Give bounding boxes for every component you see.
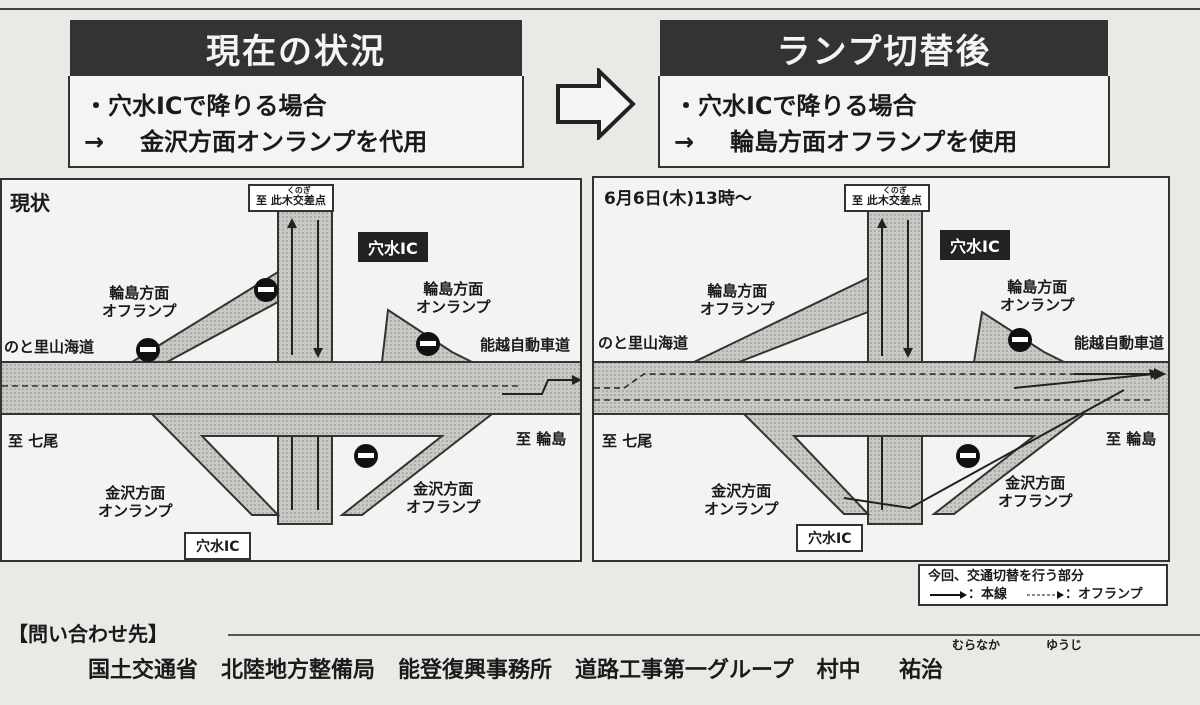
label-line: オフランプ xyxy=(102,302,177,320)
wajima-offramp-label: 輪島方面オフランプ xyxy=(102,284,177,320)
diagram-heading: 6月6日(木)13時～ xyxy=(604,189,752,209)
to-nanao-label: 至 七尾 xyxy=(8,432,59,450)
after-switch-line-2: → 輪島方面オフランプを使用 xyxy=(674,124,1094,160)
given-ruby: ゆうじ xyxy=(1046,638,1083,652)
bullet: ・ xyxy=(674,92,698,120)
label-line: オンランプ xyxy=(704,500,779,518)
after-switch-text-1: 穴水ICで降りる場合 xyxy=(698,92,917,120)
label-line: オンランプ xyxy=(98,502,173,520)
expressway xyxy=(2,362,580,414)
top-border xyxy=(0,0,1200,10)
current-road-map xyxy=(2,207,580,525)
closed-sign-icon xyxy=(136,338,160,362)
noto-road-label: のと里山海道 xyxy=(598,334,689,352)
contact-surname: 村中 xyxy=(816,658,861,683)
label-line: オフランプ xyxy=(998,492,1073,510)
kanazawa-offramp-label: 金沢方面オフランプ xyxy=(406,480,481,516)
after-switch-title: ランプ切替後 xyxy=(660,20,1108,76)
after-switch-text-2: 輪島方面オフランプを使用 xyxy=(730,128,1018,156)
label-line: 輪島方面 xyxy=(707,282,768,300)
label-line: 金沢方面 xyxy=(1005,474,1066,492)
wajima-onramp-label: 輪島方面オンランプ xyxy=(416,280,491,316)
label-line: オフランプ xyxy=(700,300,775,318)
current-status-title: 現在の状況 xyxy=(70,20,522,76)
main-line-arrow-icon xyxy=(930,591,967,599)
legend-offramp: ：オフランプ xyxy=(1065,587,1143,602)
current-status-text-1: 穴水ICで降りる場合 xyxy=(108,92,327,120)
legend-title: 今回、交通切替を行う部分 xyxy=(928,569,1085,584)
to-wajima-label: 至 輪島 xyxy=(1106,430,1157,448)
destination-prefix: 至 xyxy=(852,194,863,207)
label-line: 輪島方面 xyxy=(1007,278,1068,296)
ic-label-dark: 穴水IC xyxy=(940,230,1010,260)
legend: 今回、交通切替を行う部分 ：本線 ：オフランプ xyxy=(918,564,1168,606)
after-diagram: 6月6日(木)13時～ くのぎ至 此木交差点 穴水IC 輪島方面オフランプ 輪島… xyxy=(592,176,1170,562)
after-road-map xyxy=(594,207,1168,525)
closed-sign-icon xyxy=(254,278,278,302)
contact-info: 国土交通省 北陸地方整備局 能登復興事務所 道路工事第一グループ 村中 祐治 xyxy=(88,652,943,684)
destination-name: 此木交差点 xyxy=(866,194,922,207)
ic-label-light: 穴水IC xyxy=(796,524,864,552)
current-status-line-2: → 金沢方面オンランプを代用 xyxy=(84,124,508,160)
wajima-offramp-label: 輪島方面オフランプ xyxy=(700,282,775,318)
destination-ruby: くのぎ xyxy=(286,186,311,195)
contact-org-1: 国土交通省 xyxy=(88,658,199,683)
offramp-arrow-icon xyxy=(1027,591,1065,599)
wajima-onramp-label: 輪島方面オンランプ xyxy=(1000,278,1075,314)
ic-label-dark: 穴水IC xyxy=(358,232,428,262)
arrow-glyph: → xyxy=(674,128,695,156)
destination-box: くのぎ至 此木交差点 xyxy=(248,184,334,212)
closed-sign-icon xyxy=(956,444,980,468)
after-switch-title-text: ランプ切替後 xyxy=(776,31,992,72)
contact-divider xyxy=(228,634,1200,636)
current-status-body: ・穴水ICで降りる場合 → 金沢方面オンランプを代用 xyxy=(68,76,524,168)
label-line: 金沢方面 xyxy=(413,480,474,498)
legend-main: ：本線 xyxy=(968,587,1008,602)
bullet: ・ xyxy=(84,92,108,120)
right-arrow-icon xyxy=(556,68,636,140)
closed-sign-icon xyxy=(416,332,440,356)
contact-org-2: 北陸地方整備局 xyxy=(221,658,376,683)
current-status-title-text: 現在の状況 xyxy=(206,31,386,72)
destination-ruby: くのぎ xyxy=(882,186,907,195)
noetsu-road-label: 能越自動車道 xyxy=(1074,334,1165,352)
contact-title: 【問い合わせ先】 xyxy=(8,622,168,646)
closed-sign-icon xyxy=(1008,328,1032,352)
to-nanao-label: 至 七尾 xyxy=(602,432,653,450)
label-line: 輪島方面 xyxy=(109,284,170,302)
to-wajima-label: 至 輪島 xyxy=(516,430,567,448)
label-line: 輪島方面 xyxy=(423,280,484,298)
contact-given-name: 祐治 xyxy=(898,658,943,683)
surname-ruby: むらなか xyxy=(952,638,1001,652)
label-line: オンランプ xyxy=(1000,296,1075,314)
label-line: オンランプ xyxy=(416,298,491,316)
after-switch-line-1: ・穴水ICで降りる場合 xyxy=(674,88,1094,124)
kanazawa-onramp-label: 金沢方面オンランプ xyxy=(704,482,779,518)
noto-road-label: のと里山海道 xyxy=(4,338,95,356)
noetsu-road-label: 能越自動車道 xyxy=(480,336,571,354)
after-switch-body: ・穴水ICで降りる場合 → 輪島方面オフランプを使用 xyxy=(658,76,1110,168)
diagram-heading: 現状 xyxy=(10,191,50,215)
ic-label-light: 穴水IC xyxy=(184,532,252,560)
label-line: オフランプ xyxy=(406,498,481,516)
closed-sign-icon xyxy=(354,444,378,468)
contact-org-4: 道路工事第一グループ xyxy=(575,658,794,683)
legend-items: ：本線 ：オフランプ xyxy=(928,586,1158,604)
current-status-text-2: 金沢方面オンランプを代用 xyxy=(140,128,428,156)
current-diagram: 現状 くのぎ至 此木交差点 穴水IC 輪島方面オフランプ 輪島方面オンランプ の… xyxy=(0,178,582,562)
contact-org-3: 能登復興事務所 xyxy=(398,658,553,683)
label-line: 金沢方面 xyxy=(711,482,772,500)
current-status-line-1: ・穴水ICで降りる場合 xyxy=(84,88,508,124)
arrow-glyph: → xyxy=(84,128,105,156)
label-line: 金沢方面 xyxy=(105,484,166,502)
destination-box: くのぎ至 此木交差点 xyxy=(844,184,930,212)
kanazawa-onramp-label: 金沢方面オンランプ xyxy=(98,484,173,520)
destination-name: 此木交差点 xyxy=(270,194,326,207)
kanazawa-offramp-label: 金沢方面オフランプ xyxy=(998,474,1073,510)
destination-prefix: 至 xyxy=(256,194,267,207)
